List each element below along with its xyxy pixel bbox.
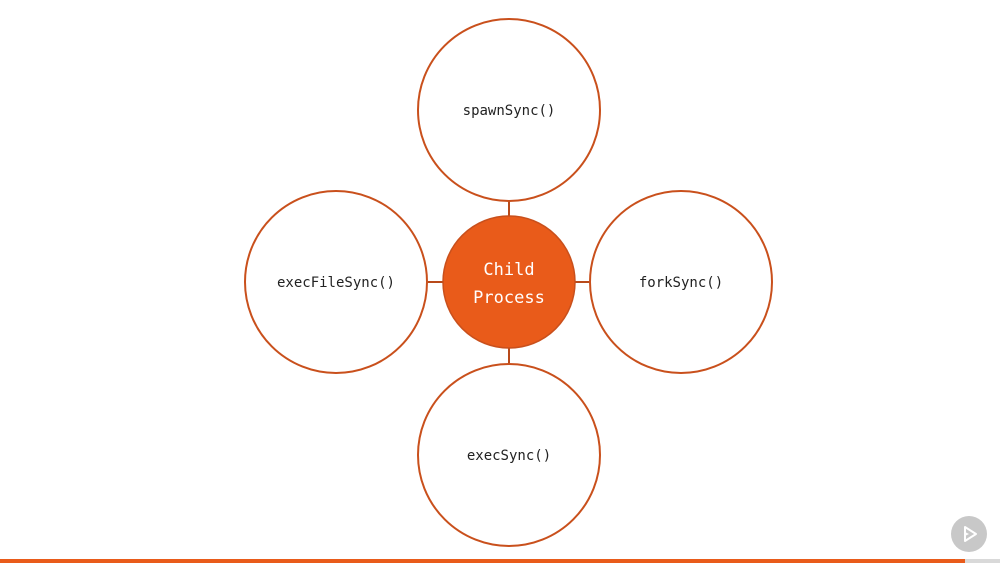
- node-forksync-label: forkSync(): [639, 275, 723, 291]
- progress-bar-fill: [0, 559, 965, 563]
- play-icon: [964, 526, 977, 542]
- center-label-line2: Process: [473, 288, 545, 308]
- node-spawnsync: spawnSync(): [417, 18, 601, 202]
- node-execfilesync: execFileSync(): [244, 190, 428, 374]
- node-execsync-label: execSync(): [467, 448, 551, 464]
- progress-bar[interactable]: [0, 559, 1000, 563]
- node-execfilesync-circle: [244, 190, 428, 374]
- node-spawnsync-label: spawnSync(): [463, 103, 556, 119]
- node-execsync-circle: [417, 363, 601, 547]
- node-execsync: execSync(): [417, 363, 601, 547]
- node-child-process: Child Process: [442, 215, 576, 349]
- node-child-process-circle: [442, 215, 576, 349]
- node-forksync: forkSync(): [589, 190, 773, 374]
- node-forksync-circle: [589, 190, 773, 374]
- center-label-line1: Child: [483, 260, 534, 280]
- node-execfilesync-label: execFileSync(): [277, 275, 395, 291]
- play-button[interactable]: [951, 516, 987, 552]
- node-spawnsync-circle: [417, 18, 601, 202]
